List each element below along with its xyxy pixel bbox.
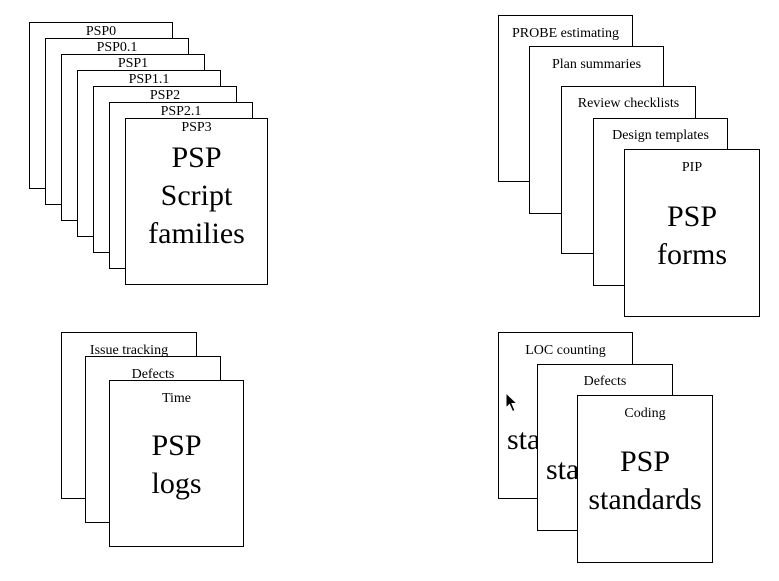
forms-title: PSP forms (625, 198, 759, 274)
card-pip: PIP PSP forms (624, 149, 760, 317)
title-line: PSP (171, 141, 222, 174)
card-label: PSP2.1 (160, 104, 202, 119)
title-line: families (148, 217, 245, 250)
mouse-pointer-icon (505, 392, 519, 413)
card-label: PSP2 (149, 88, 181, 103)
card-label: PSP0.1 (96, 40, 138, 55)
card-coding: Coding PSP standards (577, 395, 713, 563)
card-label: Issue tracking (89, 343, 169, 358)
title-line: PSP (619, 445, 671, 478)
card-psp3: PSP3 PSP Script families (125, 118, 268, 285)
title-line: Script (160, 179, 233, 212)
card-time-log: Time PSP logs (109, 380, 244, 547)
script-families-title: PSP Script families (126, 139, 267, 253)
card-label: Plan summaries (551, 57, 642, 72)
card-label: Design templates (612, 128, 709, 143)
card-label: Coding (624, 406, 666, 421)
card-label: PSP3 (181, 120, 212, 135)
card-label: PIP (681, 160, 703, 175)
logs-title: PSP logs (110, 427, 243, 503)
card-label: Defects (583, 374, 627, 389)
title-line: PSP (151, 429, 202, 462)
title-line: PSP (666, 200, 718, 233)
standards-title: PSP standards (578, 443, 712, 519)
behind-text-fragment: sta (507, 423, 541, 456)
title-line: forms (657, 238, 727, 271)
card-label: LOC counting (525, 343, 606, 358)
card-label: PROBE estimating (512, 26, 619, 41)
card-label: Time (161, 391, 192, 406)
card-label: Review checklists (577, 96, 680, 111)
behind-text-fragment: sta (546, 453, 580, 486)
card-label: PSP0 (85, 24, 117, 39)
card-label: PSP1.1 (128, 72, 170, 87)
title-line: standards (588, 483, 702, 516)
title-line: logs (151, 467, 202, 500)
card-label: PSP1 (117, 56, 149, 71)
card-label: Defects (131, 367, 175, 382)
